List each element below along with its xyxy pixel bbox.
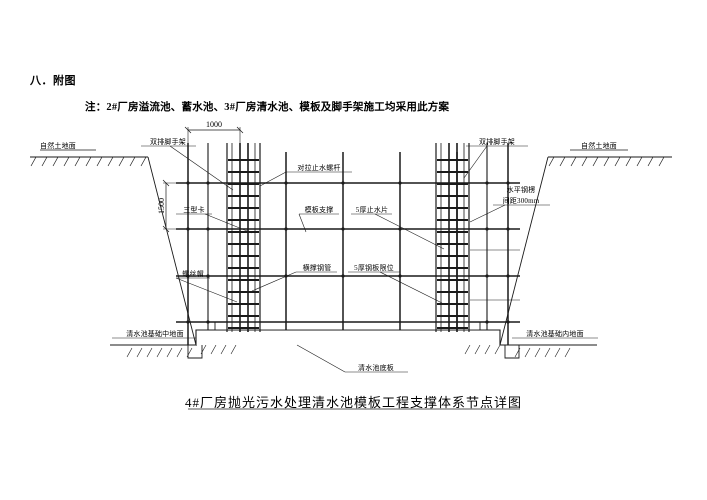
- section-heading: 八．附图: [30, 75, 76, 87]
- label-bottom-slab: 清水池底板: [358, 363, 394, 372]
- annotation-brace-pipe: 横撑钢管: [251, 263, 337, 292]
- label-scaffold-right: 双排脚手架: [479, 137, 515, 146]
- annotation-horizontal-waling: 水平钢楞 间距300mm: [469, 185, 550, 223]
- bottom-slab: [195, 321, 501, 345]
- label-brace-pipe: 横撑钢管: [303, 263, 332, 272]
- label-horizontal-waling-line1: 水平钢楞: [507, 185, 536, 194]
- annotation-nut: 螺丝帽: [175, 269, 238, 303]
- drawing-title: 4#厂房抛光污水处理清水池模板工程支撑体系节点详图: [184, 395, 522, 410]
- label-steel-plate-limiter: 5厚钢板限位: [354, 263, 394, 272]
- label-base-ground-mid: 清水池基础中地面: [126, 329, 184, 338]
- label-nut: 螺丝帽: [182, 269, 204, 278]
- wall-column-left: [226, 143, 261, 332]
- excavation-slope-left: [147, 156, 197, 346]
- annotation-tie-rod: 对拉止水螺杆: [259, 163, 352, 187]
- annotation-formwork-support: 模板支撑: [298, 205, 339, 233]
- dimension-value-1500: 1500: [157, 198, 166, 214]
- dimension-left-1500: 1500: [157, 179, 190, 233]
- wall-column-right: [435, 143, 470, 332]
- label-natural-ground-left: 自然土地面: [40, 141, 76, 150]
- scaffold-horizontal-ledgers: [176, 181, 520, 324]
- annotation-scaffold-left: 双排脚手架: [141, 137, 234, 191]
- label-waterstop-plate: 5厚止水片: [356, 205, 389, 214]
- scheme-note: 注：2#厂房溢流池、蓄水池、3#厂房清水池、模板及脚手架施工均采用此方案: [85, 102, 450, 113]
- annotation-steel-plate-limiter: 5厚钢板限位: [348, 263, 443, 304]
- pit-bottom-ground: [110, 344, 597, 359]
- natural-ground-left: [30, 156, 148, 167]
- label-formwork-support: 模板支撑: [305, 205, 334, 214]
- annotation-waterstop-plate: 5厚止水片: [351, 205, 445, 250]
- tie-rods-right: [437, 159, 468, 329]
- natural-ground-right: [548, 156, 672, 167]
- label-horizontal-waling-line2: 间距300mm: [503, 197, 540, 205]
- annotation-scaffold-right: 双排脚手架: [463, 137, 528, 179]
- label-clamp: 三型卡: [183, 205, 205, 214]
- annotation-clamp: 三型卡: [176, 205, 253, 234]
- label-base-ground-inner: 清水池基础内地面: [526, 329, 584, 338]
- tie-rods-left: [228, 159, 259, 329]
- right-leader-lines: [470, 249, 520, 301]
- label-tie-rod: 对拉止水螺杆: [297, 163, 340, 172]
- label-natural-ground-right: 自然土地面: [581, 141, 617, 150]
- dimension-top-1000: 1000: [184, 120, 244, 150]
- label-scaffold-left: 双排脚手架: [150, 137, 186, 146]
- dimension-value-1000: 1000: [206, 120, 222, 129]
- bottom-slab-leader: [296, 344, 346, 373]
